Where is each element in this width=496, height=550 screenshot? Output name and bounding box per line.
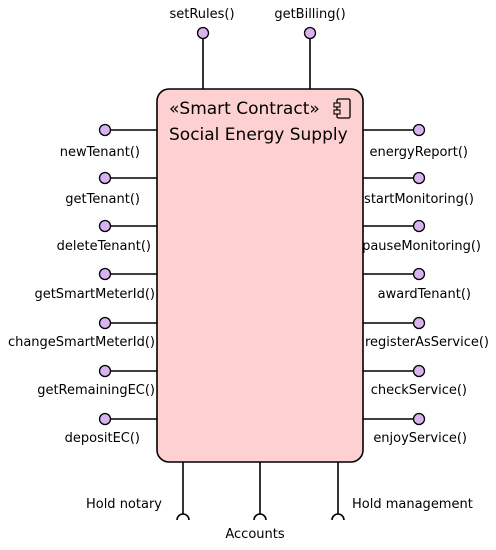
component-stereotype: «Smart Contract» <box>169 99 320 119</box>
interface-lollipop-icon <box>412 316 426 330</box>
right-interface-energyreport: energyReport() <box>363 123 468 160</box>
required-interface-accounts: Accounts <box>225 462 285 542</box>
left-interface-label: changeSmartMeterId() <box>8 335 155 350</box>
left-interface-newtenant: newTenant() <box>60 123 157 160</box>
socket-icon <box>253 513 267 521</box>
right-interface-label: awardTenant() <box>378 287 471 302</box>
left-interfaces: newTenant() getTenant() deleteTenant() g… <box>8 123 157 446</box>
interface-lollipop-icon <box>98 267 112 281</box>
top-interface-getbilling: getBilling() <box>274 7 346 89</box>
required-interface-label: Accounts <box>225 527 284 542</box>
required-interface-label: Hold management <box>352 497 473 512</box>
uml-component-icon <box>333 98 351 119</box>
component-name: Social Energy Supply <box>169 125 348 145</box>
top-interface-setrules: setRules() <box>169 7 235 89</box>
right-interface-checkservice: checkService() <box>363 364 467 398</box>
interface-lollipop-icon <box>303 26 317 40</box>
left-interface-getremainingec: getRemainingEC() <box>37 364 157 398</box>
left-interface-label: getRemainingEC() <box>37 383 155 398</box>
right-interface-enjoyservice: enjoyService() <box>363 412 467 446</box>
interface-lollipop-icon <box>412 267 426 281</box>
interface-lollipop-icon <box>98 123 112 137</box>
right-interface-label: energyReport() <box>369 145 468 160</box>
left-interface-changesmartmeterid: changeSmartMeterId() <box>8 316 157 350</box>
left-interface-label: getSmartMeterId() <box>34 287 155 302</box>
interface-lollipop-icon <box>98 219 112 233</box>
right-interface-label: startMonitoring() <box>364 192 474 207</box>
interface-lollipop-icon <box>98 412 112 426</box>
interface-lollipop-icon <box>412 219 426 233</box>
required-interface-label: Hold notary <box>86 497 162 512</box>
left-interface-label: newTenant() <box>60 145 140 160</box>
left-interface-depositec: depositEC() <box>65 412 157 446</box>
left-interface-deletetenant: deleteTenant() <box>57 219 157 254</box>
interface-lollipop-icon <box>98 364 112 378</box>
right-interfaces: energyReport() startMonitoring() pauseMo… <box>362 123 489 446</box>
left-interface-getsmartmeterid: getSmartMeterId() <box>34 267 157 302</box>
top-interface-label: getBilling() <box>274 7 345 22</box>
interface-lollipop-icon <box>412 123 426 137</box>
interface-lollipop-icon <box>412 412 426 426</box>
left-interface-label: deleteTenant() <box>57 239 151 254</box>
right-interface-registerasservice: registerAsService() <box>363 316 489 350</box>
interface-lollipop-icon <box>412 171 426 185</box>
right-interface-label: enjoyService() <box>373 431 467 446</box>
right-interface-label: pauseMonitoring() <box>362 239 481 254</box>
interface-lollipop-icon <box>98 316 112 330</box>
right-interface-startmonitoring: startMonitoring() <box>363 171 474 207</box>
left-interface-label: getTenant() <box>65 192 140 207</box>
interface-lollipop-icon <box>196 26 210 40</box>
interface-lollipop-icon <box>412 364 426 378</box>
socket-icon <box>331 513 345 521</box>
socket-icon <box>176 513 190 521</box>
required-interface-hold-notary: Hold notary <box>86 462 190 521</box>
required-interface-hold-management: Hold management <box>331 462 473 521</box>
interface-lollipop-icon <box>98 171 112 185</box>
right-interface-label: registerAsService() <box>365 335 489 350</box>
top-interface-label: setRules() <box>169 7 234 22</box>
right-interface-label: checkService() <box>371 383 467 398</box>
left-interface-gettenant: getTenant() <box>65 171 157 207</box>
left-interface-label: depositEC() <box>65 431 140 446</box>
right-interface-awardtenant: awardTenant() <box>363 267 471 302</box>
right-interface-pausemonitoring: pauseMonitoring() <box>362 219 481 254</box>
